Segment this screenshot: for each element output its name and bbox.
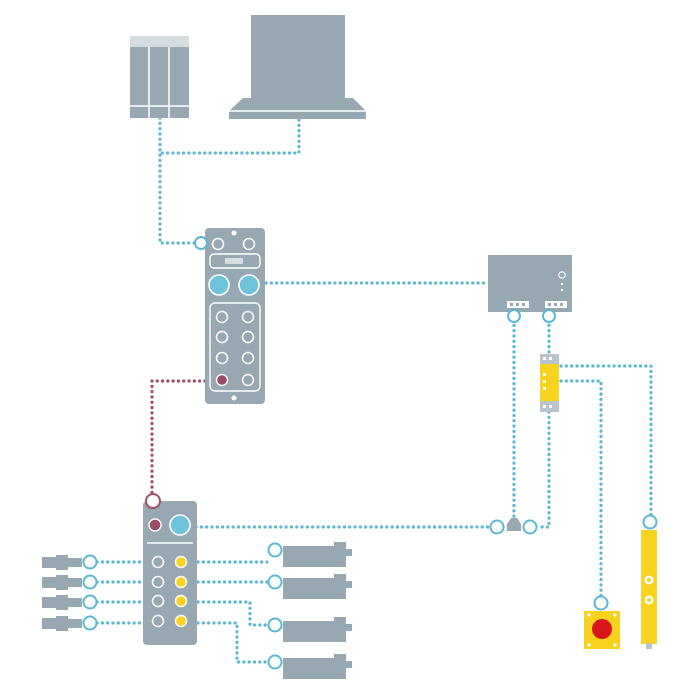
link-actuator-3 bbox=[196, 600, 270, 627]
link-relay-curtain bbox=[559, 364, 653, 517]
emergency-stop-icon bbox=[584, 595, 620, 649]
terminal-controller-2 bbox=[542, 309, 556, 323]
terminal-controller-1 bbox=[507, 309, 521, 323]
connection-lines bbox=[95, 116, 653, 664]
laptop-icon bbox=[229, 15, 366, 119]
actuator-icon bbox=[267, 654, 352, 679]
link-power bbox=[150, 379, 207, 497]
link-relay-estop bbox=[559, 379, 603, 599]
link-laptop bbox=[158, 118, 301, 155]
io-hub-icon bbox=[143, 501, 197, 645]
sensor-group bbox=[42, 554, 98, 631]
sensor-icon bbox=[42, 554, 98, 570]
actuator-icon bbox=[267, 617, 352, 642]
io-link-master-icon bbox=[205, 228, 265, 404]
sensor-icon bbox=[42, 594, 98, 610]
link-actuator-4 bbox=[196, 621, 270, 664]
link-relay-t bbox=[535, 410, 551, 529]
sensor-icon bbox=[42, 615, 98, 631]
actuator-icon bbox=[267, 542, 352, 567]
t-splitter-icon bbox=[489, 518, 538, 535]
actuator-group bbox=[267, 542, 352, 679]
terminal-module-in bbox=[194, 236, 208, 250]
light-curtain-icon bbox=[641, 514, 658, 649]
terminal-power-hub bbox=[145, 493, 161, 509]
safety-relay-icon bbox=[540, 354, 559, 412]
link-server bbox=[158, 116, 198, 245]
actuator-icon bbox=[267, 574, 352, 599]
server-rack-icon bbox=[130, 36, 189, 118]
controller-box-icon bbox=[488, 255, 572, 312]
sensor-icon bbox=[42, 574, 98, 590]
